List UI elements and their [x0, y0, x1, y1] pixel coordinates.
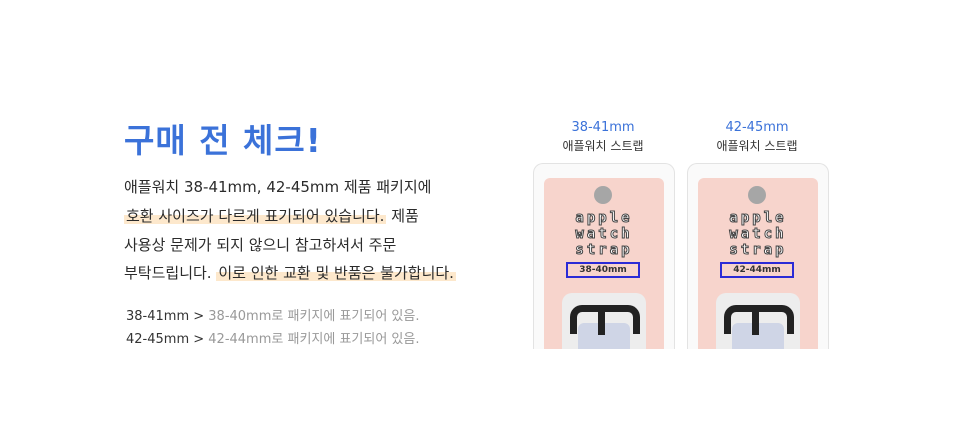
- highlight-text: 호환 사이즈가 다르게 표기되어 있습니다.: [124, 207, 387, 225]
- note-size: 42-45mm: [126, 332, 190, 347]
- buckle-window: [562, 293, 646, 349]
- size-note: 38-41mm > 38-40mm로 패키지에 표기되어 있음.: [126, 305, 419, 324]
- package-label: 38-41mm 애플워치 스트랩: [543, 120, 663, 154]
- note-arrow: >: [189, 332, 209, 347]
- logo-line: strap: [575, 242, 633, 259]
- note-size: 38-41mm: [126, 309, 190, 324]
- description-line-4: 부탁드립니다. 이로 인한 교환 및 반품은 불가합니다.: [124, 262, 456, 283]
- logo-line: watch: [575, 226, 633, 243]
- package-image: apple watch strap 42-44mm: [687, 163, 829, 349]
- package-card: apple watch strap 38-40mm: [544, 178, 664, 349]
- note-package-size: 38-40mm: [208, 309, 272, 324]
- logo-line: strap: [729, 242, 787, 259]
- description-line-1: 애플워치 38-41mm, 42-45mm 제품 패키지에: [124, 178, 432, 196]
- logo-line: apple: [575, 210, 633, 227]
- buckle-prong: [752, 307, 759, 335]
- description-text: 제품: [386, 207, 419, 225]
- page-title: 구매 전 체크!: [124, 121, 322, 160]
- note-arrow: >: [189, 309, 209, 324]
- package-name: 애플워치 스트랩: [716, 139, 798, 153]
- description-line-2: 호환 사이즈가 다르게 표기되어 있습니다. 제품: [124, 205, 419, 226]
- package-card: apple watch strap 42-44mm: [698, 178, 818, 349]
- package-image: apple watch strap 38-40mm: [533, 163, 675, 349]
- note-text: 로 패키지에 표기되어 있음.: [271, 309, 420, 324]
- note-package-size: 42-44mm: [208, 332, 272, 347]
- highlight-text: 이로 인한 교환 및 반품은 불가합니다.: [216, 264, 456, 282]
- logo-line: apple: [729, 210, 787, 227]
- logo-line: watch: [729, 226, 787, 243]
- description-line-3: 사용상 문제가 되지 않으니 참고하셔서 주문: [124, 236, 397, 254]
- buckle-prong: [598, 307, 605, 335]
- size-note: 42-45mm > 42-44mm로 패키지에 표기되어 있음.: [126, 328, 419, 347]
- hang-hole: [594, 186, 612, 204]
- package-size-tag: 38-40mm: [566, 262, 640, 278]
- buckle-window: [716, 293, 800, 349]
- package-size-tag: 42-44mm: [720, 262, 794, 278]
- description-text: 부탁드립니다.: [124, 264, 217, 282]
- hang-hole: [748, 186, 766, 204]
- note-text: 로 패키지에 표기되어 있음.: [271, 332, 420, 347]
- package-size: 38-41mm: [571, 120, 635, 135]
- buckle-icon: [570, 305, 640, 334]
- package-size: 42-45mm: [725, 120, 789, 135]
- package-name: 애플워치 스트랩: [562, 139, 644, 153]
- package-label: 42-45mm 애플워치 스트랩: [697, 120, 817, 154]
- buckle-icon: [724, 305, 794, 334]
